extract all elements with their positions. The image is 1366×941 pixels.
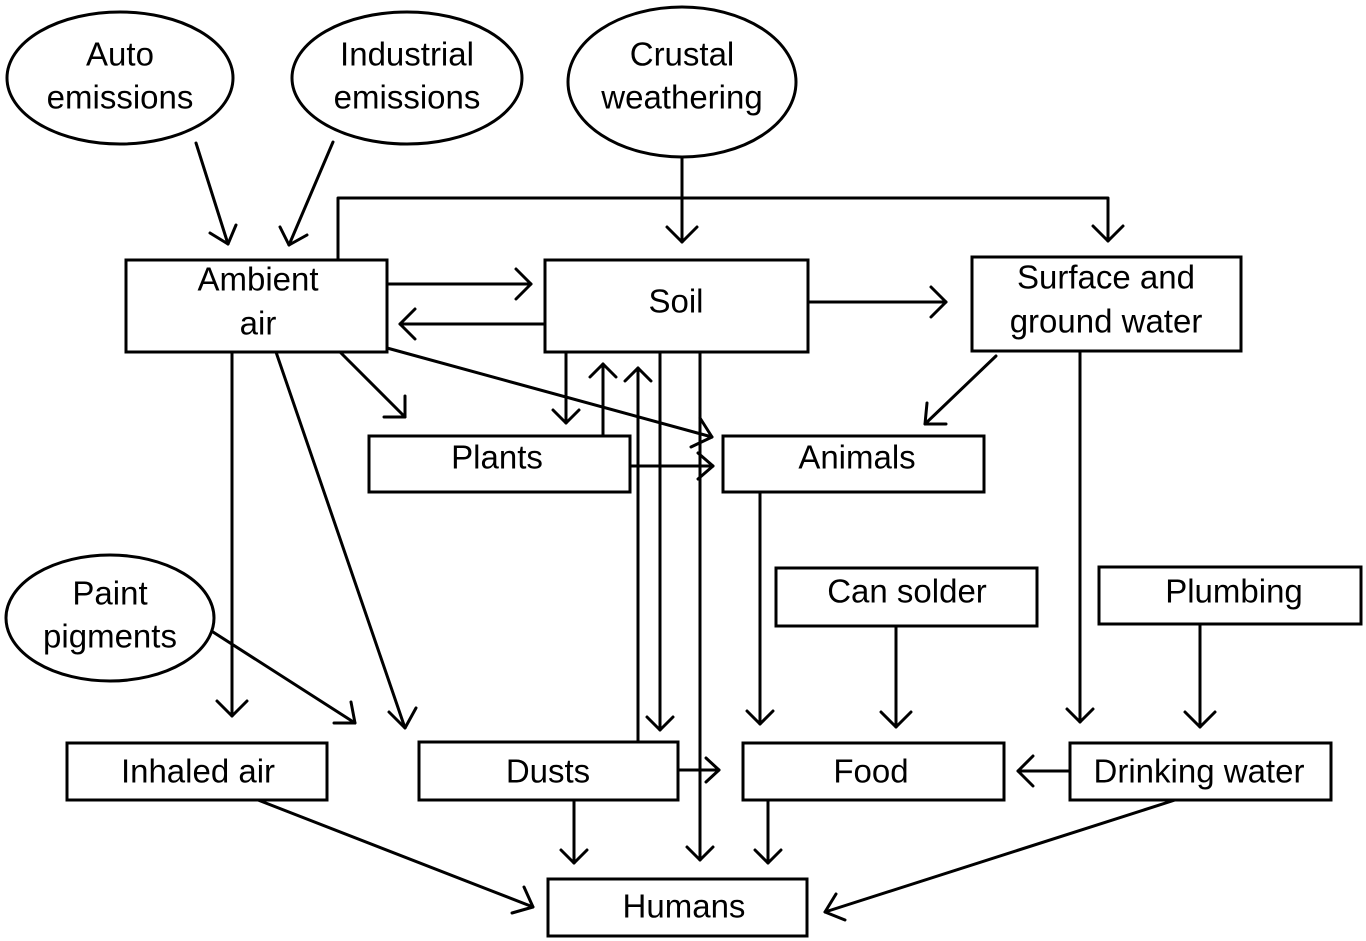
node-ambient-air-label-line-1: Ambient bbox=[197, 261, 318, 298]
node-industrial-emissions: Industrial emissions bbox=[290, 10, 524, 146]
edge-auto-emissions-to-ambient-air bbox=[194, 141, 238, 246]
node-can-solder-label: Can solder bbox=[827, 573, 987, 610]
node-food: Food bbox=[741, 741, 1006, 802]
node-soil: Soil bbox=[543, 258, 810, 354]
node-inhaled-air-label: Inhaled air bbox=[121, 753, 275, 790]
edge-ambient-air-to-animals bbox=[385, 346, 714, 449]
edge-ambient-air-to-surface-water bbox=[336, 196, 1125, 262]
node-humans: Humans bbox=[546, 877, 809, 938]
node-paint-pigments: Paint pigments bbox=[4, 553, 216, 683]
edge-surface-water-to-animals bbox=[923, 354, 998, 426]
node-inhaled-air: Inhaled air bbox=[65, 741, 329, 802]
nodes: Auto emissions Industrial emissions Crus… bbox=[4, 5, 1363, 938]
edge-paint-pigments-to-dusts bbox=[211, 630, 357, 725]
edge-soil-to-ambient-air bbox=[398, 307, 547, 341]
node-surface-ground-water-label-line-1: Surface and bbox=[1017, 259, 1195, 296]
node-humans-label: Humans bbox=[623, 888, 746, 925]
node-auto-emissions-label-line-1: Auto bbox=[86, 36, 154, 73]
node-soil-label: Soil bbox=[648, 283, 703, 320]
edge-inhaled-air-to-humans bbox=[256, 798, 535, 915]
edge-soil-to-plants bbox=[551, 350, 581, 425]
edge-ambient-air-to-plants bbox=[338, 350, 407, 419]
node-drinking-water-label: Drinking water bbox=[1094, 753, 1305, 790]
edge-ambient-air-to-inhaled-air bbox=[215, 350, 249, 718]
node-animals-label: Animals bbox=[798, 439, 915, 476]
node-crustal-weathering: Crustal weathering bbox=[566, 5, 798, 159]
node-surface-ground-water: Surface and ground water bbox=[970, 255, 1243, 353]
edges bbox=[194, 140, 1217, 922]
edge-animals-to-food bbox=[745, 491, 775, 726]
node-dusts-label: Dusts bbox=[506, 753, 590, 790]
edge-surface-water-to-drinking-water bbox=[1065, 349, 1095, 724]
edge-dusts-to-soil bbox=[623, 366, 653, 744]
node-crustal-weathering-label-line-2: weathering bbox=[600, 79, 762, 116]
edge-soil-to-humans bbox=[685, 350, 715, 862]
edge-soil-to-dusts bbox=[645, 350, 675, 732]
edge-ambient-air-to-dusts bbox=[274, 350, 418, 730]
edge-plumbing-to-drinking-water bbox=[1183, 622, 1217, 729]
edge-ambient-air-to-soil bbox=[385, 267, 533, 301]
edge-can-solder-to-food bbox=[879, 624, 913, 729]
edge-dusts-to-humans bbox=[559, 798, 589, 865]
node-plumbing-label: Plumbing bbox=[1165, 573, 1303, 610]
node-paint-pigments-label-line-2: pigments bbox=[43, 618, 177, 655]
node-auto-emissions: Auto emissions bbox=[5, 10, 235, 146]
node-surface-ground-water-label-line-2: ground water bbox=[1010, 303, 1203, 340]
node-plants: Plants bbox=[367, 434, 632, 494]
node-ambient-air-label-line-2: air bbox=[240, 305, 277, 342]
node-industrial-emissions-label-line-2: emissions bbox=[334, 79, 481, 116]
node-industrial-emissions-label-line-1: Industrial bbox=[340, 36, 474, 73]
node-food-label: Food bbox=[833, 753, 908, 790]
node-ambient-air: Ambient air bbox=[124, 258, 389, 354]
edge-industrial-emissions-to-ambient-air bbox=[278, 140, 335, 247]
edge-soil-to-surface-water bbox=[806, 285, 948, 319]
edge-drinking-water-to-humans bbox=[823, 798, 1177, 922]
node-plants-label: Plants bbox=[451, 439, 543, 476]
node-drinking-water: Drinking water bbox=[1068, 741, 1333, 802]
node-animals: Animals bbox=[721, 434, 986, 494]
edge-plants-to-soil bbox=[588, 362, 618, 438]
edge-food-to-humans bbox=[753, 798, 783, 865]
node-dusts: Dusts bbox=[417, 740, 680, 802]
node-plumbing: Plumbing bbox=[1097, 565, 1363, 626]
node-can-solder: Can solder bbox=[774, 566, 1039, 628]
edge-plants-to-animals bbox=[628, 451, 715, 481]
node-paint-pigments-label-line-1: Paint bbox=[72, 575, 147, 612]
edge-dusts-to-food bbox=[676, 756, 721, 784]
node-crustal-weathering-label-line-1: Crustal bbox=[630, 36, 735, 73]
node-auto-emissions-label-line-2: emissions bbox=[47, 79, 194, 116]
edge-drinking-water-to-food bbox=[1016, 754, 1071, 788]
